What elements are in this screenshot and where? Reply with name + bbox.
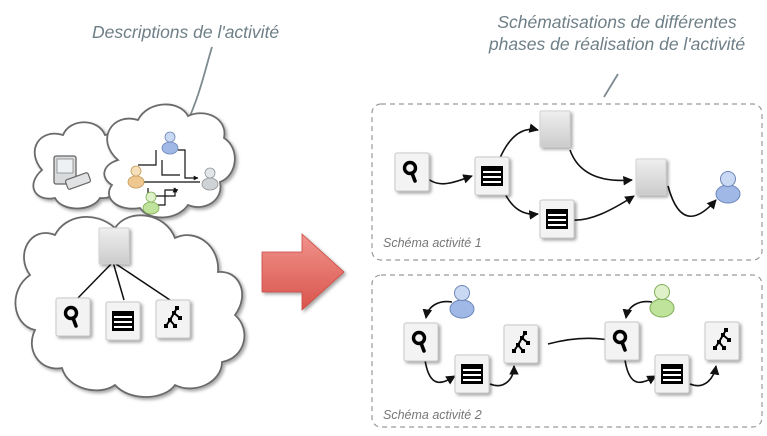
graph-icon [156,300,190,338]
title-descriptions: Descriptions de l'activité [92,22,280,42]
person-icon-gray [201,167,219,191]
schema1-label: Schéma activité 1 [383,236,482,250]
schema2-person-green [649,284,675,318]
schema2-search-icon-1 [404,323,438,361]
schema2-graph-icon-1 [504,325,538,363]
cloud-persons [103,103,236,219]
schema2-search-icon-2 [605,322,639,360]
search-icon [56,298,90,336]
network-diagram [138,149,200,206]
schema1-person-icon [715,171,741,204]
schema2-graph-icon-2 [705,322,739,360]
title-schematisations-line1: Schématisations de différentes [497,12,737,32]
schema1-list-icon [475,157,509,195]
schema2-label: Schéma activité 2 [383,408,482,422]
transform-arrow [261,233,345,311]
person-icon-orange [127,165,145,189]
schema1-document-right [635,158,667,196]
schema2-list-icon-2 [655,355,689,393]
person-icon-blue [161,131,179,155]
schema1-panel [371,103,763,261]
person-icon-green [142,191,160,215]
pointer-line-right [603,73,619,98]
schema1-list-icon-bottom [540,200,574,238]
title-schematisations: Schématisations de différentes phases de… [472,11,762,55]
list-icon [106,302,140,340]
schema1-search-icon [395,153,429,191]
document-icon [98,227,130,265]
schema1-document-top [539,110,571,148]
computer-icon [53,155,92,190]
title-schematisations-line2: phases de réalisation de l'activité [488,34,746,54]
cloud-hierarchy-lines [75,261,171,301]
schema2-list-icon-1 [455,355,489,393]
schema2-person-blue [449,285,475,319]
